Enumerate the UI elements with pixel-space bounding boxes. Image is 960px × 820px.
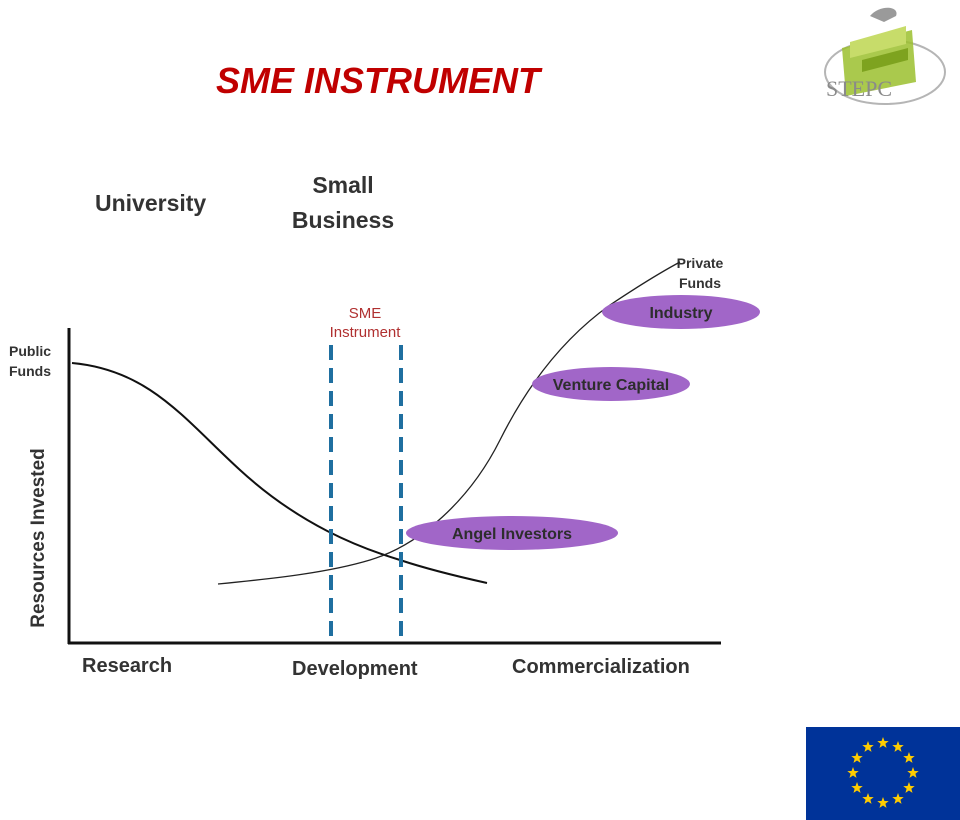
public-funds-label-line1: Public (9, 343, 51, 359)
stage-small-business-line2: Business (292, 207, 394, 233)
eu-star-icon (847, 767, 859, 778)
eu-star-icon (862, 792, 874, 804)
eu-star-icon (892, 792, 904, 804)
industry-oval: Industry (602, 295, 760, 329)
sme-instrument-label-line2: Instrument (330, 324, 402, 341)
public-funds-label-line2: Funds (9, 363, 51, 379)
stage-university: University (95, 190, 206, 216)
angel-investors-oval: Angel Investors (406, 516, 618, 550)
eu-star-icon (851, 752, 863, 763)
public-funds-curve (71, 362, 488, 584)
eu-star-icon (851, 782, 863, 793)
y-axis-label: Resources Invested (28, 448, 49, 628)
eu-star-icon (907, 767, 919, 778)
sme-instrument-label-line1: SME (349, 305, 382, 322)
eu-flag (806, 727, 960, 820)
x-label-commercialization: Commercialization (512, 656, 690, 678)
venture-capital-oval: Venture Capital (532, 367, 690, 401)
industry-label: Industry (649, 305, 712, 322)
eu-star-icon (903, 782, 915, 793)
private-funds-label-line1: Private (677, 255, 724, 271)
stepc-logo-text: STEPC (826, 76, 892, 101)
eu-star-icon (903, 752, 915, 763)
venture-capital-label: Venture Capital (553, 377, 669, 394)
stage-small-business-line1: Small (312, 172, 373, 198)
eu-star-icon (862, 741, 874, 752)
eu-star-icon (892, 741, 904, 752)
page-title: SME INSTRUMENT (216, 60, 540, 101)
private-funds-label-line2: Funds (679, 275, 721, 291)
eu-star-icon (877, 797, 889, 808)
private-funds-curve (217, 261, 681, 585)
x-label-research: Research (82, 655, 172, 677)
stepc-logo: STEPC (824, 7, 946, 105)
x-label-development: Development (292, 658, 418, 680)
angel-investors-label: Angel Investors (452, 526, 572, 543)
eu-star-icon (877, 737, 889, 748)
